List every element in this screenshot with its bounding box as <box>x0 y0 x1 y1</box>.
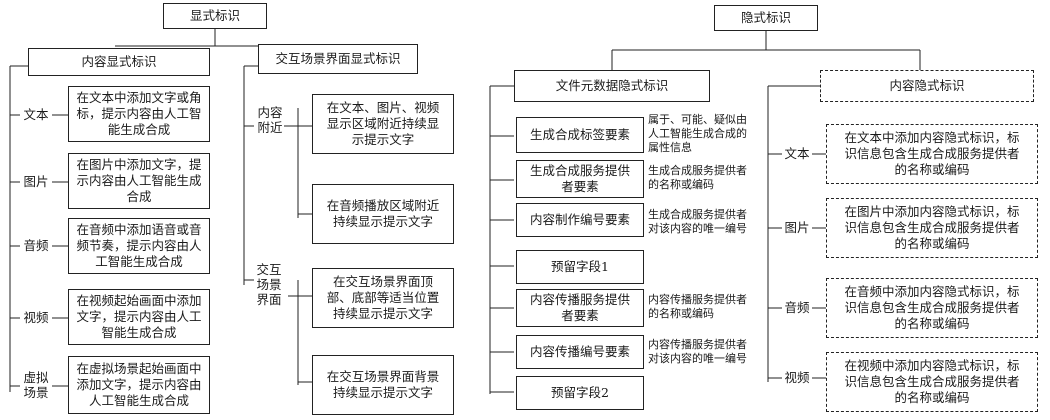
metadata-item-reserved-1: 预留字段1 <box>516 250 644 284</box>
metadata-item-spread-id-element: 内容传播编号要素 <box>516 335 644 369</box>
explicit-content-label-image: 图片 <box>23 174 49 189</box>
explicit-root-box: 显式标识 <box>163 3 267 29</box>
explicit-interactive-title: 交互场景界面显式标识 <box>258 44 418 74</box>
explicit-content-label-text: 文本 <box>23 107 49 122</box>
explicit-content-label-audio: 音频 <box>23 238 49 253</box>
implicit-content-label-audio: 音频 <box>784 300 810 315</box>
implicit-root-box: 隐式标识 <box>714 5 818 31</box>
implicit-content-desc-audio: 在音频中添加内容隐式标识，标 识信息包含生成合成服务提供者 的名称或编码 <box>826 278 1038 338</box>
interactive-desc-scene-2: 在交互场景界面背景 持续显示提示文字 <box>312 355 454 415</box>
interactive-group-label-scene-interface: 交互 场景 界面 <box>256 262 282 307</box>
implicit-metadata-title: 文件元数据隐式标识 <box>514 70 710 102</box>
implicit-content-desc-text: 在文本中添加内容隐式标识，标 识信息包含生成合成服务提供者 的名称或编码 <box>826 124 1038 184</box>
metadata-note-gen-provider: 生成合成服务提供者 的名称或编码 <box>648 164 747 191</box>
metadata-item-reserved-2: 预留字段2 <box>516 376 644 410</box>
implicit-content-desc-video: 在视频中添加内容隐式标识，标 识信息包含生成合成服务提供者 的名称或编码 <box>826 352 1038 412</box>
metadata-note-content-id: 生成合成服务提供者 对该内容的唯一编号 <box>648 208 747 235</box>
metadata-item-content-id-element: 内容制作编号要素 <box>516 203 644 237</box>
metadata-item-gen-provider-element: 生成合成服务提供 者要素 <box>516 160 644 198</box>
explicit-content-label-virtual-scene: 虚拟 场景 <box>23 370 49 400</box>
interactive-desc-near-content-1: 在文本、图片、视频 显示区域附近持续显 示提示文字 <box>312 94 454 154</box>
metadata-note-spread-provider: 内容传播服务提供者 的名称或编码 <box>648 293 747 320</box>
metadata-note-spread-id: 内容传播服务提供者 对该内容的唯一编号 <box>648 338 747 365</box>
metadata-item-ai-label-element: 生成合成标签要素 <box>516 117 644 153</box>
metadata-note-ai-label: 属于、可能、疑似由 人工智能生成合成的 属性信息 <box>648 113 747 154</box>
interactive-desc-scene-1: 在交互场景界面顶 部、底部等适当位置 持续显示提示文字 <box>312 268 454 328</box>
explicit-content-desc-video: 在视频起始画面中添加 文字，提示内容由人工 智能生成合成 <box>68 289 210 345</box>
implicit-content-desc-image: 在图片中添加内容隐式标识，标 识信息包含生成合成服务提供者 的名称或编码 <box>826 198 1038 258</box>
implicit-content-label-text: 文本 <box>784 146 810 161</box>
interactive-group-label-near-content: 内容 附近 <box>257 105 283 135</box>
explicit-content-desc-virtual-scene: 在虚拟场景起始画面中 添加文字，提示内容由 人工智能生成合成 <box>68 356 210 414</box>
interactive-desc-near-content-2: 在音频播放区域附近 持续显示提示文字 <box>312 184 454 244</box>
metadata-item-spread-provider-element: 内容传播服务提供 者要素 <box>516 289 644 327</box>
implicit-content-label-image: 图片 <box>784 220 810 235</box>
implicit-content-title: 内容隐式标识 <box>820 70 1034 102</box>
explicit-content-desc-text: 在文本中添加文字或角 标，提示内容由人工智 能生成合成 <box>68 86 210 142</box>
explicit-content-desc-image: 在图片中添加文字，提 示内容由人工智能生成 合成 <box>68 153 210 209</box>
implicit-content-label-video: 视频 <box>784 370 810 385</box>
explicit-content-title: 内容显式标识 <box>28 48 210 76</box>
explicit-content-desc-audio: 在音频中添加语音或音 频节奏，提示内容由人 工智能生成合成 <box>68 218 210 274</box>
explicit-content-label-video: 视频 <box>23 310 49 325</box>
